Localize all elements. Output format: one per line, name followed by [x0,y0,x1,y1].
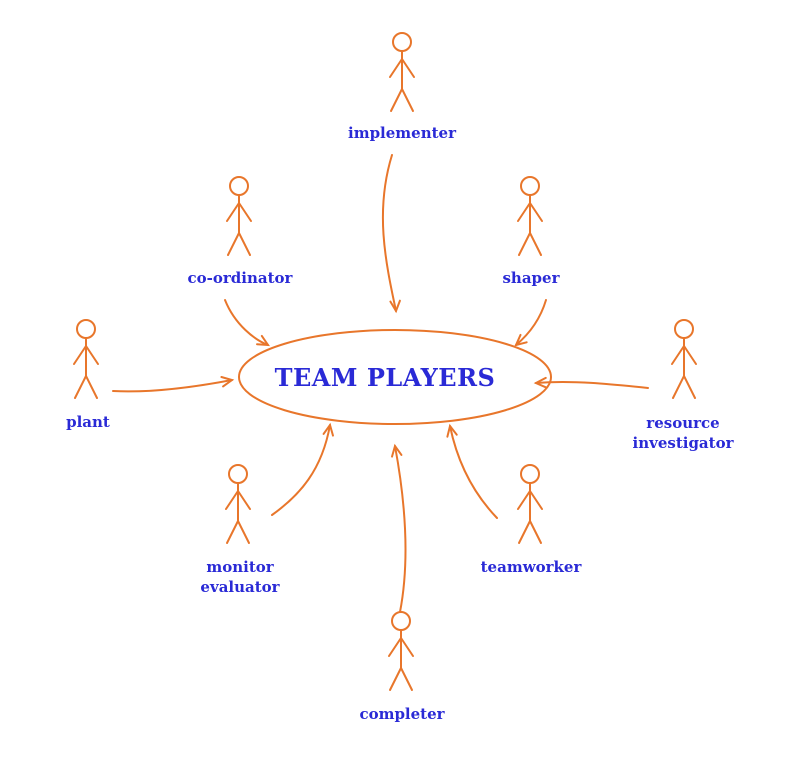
label-line: co-ordinator [187,269,293,287]
label-monitor-evaluator: monitor evaluator [200,557,279,597]
label-co-ordinator: co-ordinator [188,268,293,288]
label-line: shaper [502,269,560,287]
label-line: teamworker [480,558,582,576]
arrow-co-ordinator [224,299,270,347]
label-plant: plant [66,412,110,432]
center-ellipse [238,329,552,425]
label-shaper: shaper [502,268,559,288]
arrow-implementer [381,154,401,314]
label-implementer: implementer [348,123,456,143]
label-teamworker: teamworker [481,557,582,577]
stick-figure-completer [388,611,414,691]
stick-figure-implementer [389,32,415,112]
stick-figure-monitor-evaluator [225,464,251,544]
stick-figure-shaper [517,176,543,256]
arrow-resource-investigator [533,376,649,389]
label-line: implementer [348,124,456,142]
arrows [112,154,649,613]
arrow-teamworker [446,423,498,519]
label-line: investigator [632,434,734,452]
label-line: completer [359,705,445,723]
label-line: evaluator [200,578,280,596]
label-line: resource [646,414,720,432]
label-line: monitor [206,558,274,576]
label-completer: completer [359,704,444,724]
stick-figure-plant [73,319,99,399]
label-line: plant [66,413,110,431]
stick-figures [73,32,697,691]
center-title: TEAM PLAYERS [274,363,496,392]
stick-figure-teamworker [517,464,543,544]
stick-figure-resource-investigator [671,319,697,399]
stick-figure-co-ordinator [226,176,252,256]
arrow-completer [391,443,407,613]
arrow-monitor-evaluator [271,422,334,516]
label-resource-investigator: resource investigator [633,413,734,453]
arrow-plant [112,376,235,393]
arrow-shaper [514,299,547,347]
